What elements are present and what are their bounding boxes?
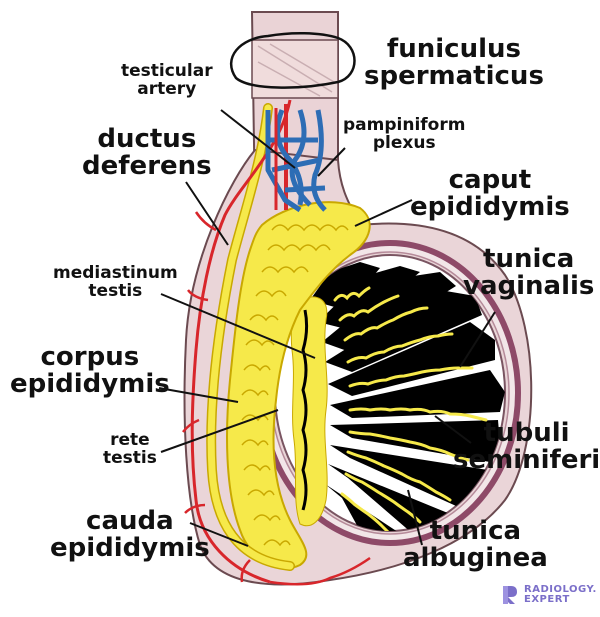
epididymis (226, 201, 371, 570)
brand-mark-icon (503, 586, 517, 604)
label-cauda-epididymis: cauda epididymis (50, 506, 210, 564)
rete-testis (290, 296, 328, 527)
label-rete-testis: rete testis (103, 430, 157, 468)
label-testicular-artery: testicular artery (121, 61, 213, 99)
label-tunica-vaginalis: tunica vaginalis (463, 244, 595, 302)
radiology-expert-logo: RADIOLOGY. EXPERT (500, 584, 597, 606)
label-tunica-albuginea: tunica albuginea (403, 516, 548, 574)
label-ductus-deferens: ductus deferens (82, 124, 212, 182)
tubule-squiggles (333, 286, 488, 531)
leader-lines (158, 109, 496, 547)
epididymis-coils (241, 224, 349, 547)
testicular-artery (190, 99, 292, 584)
label-funiculus-spermaticus: funiculus spermaticus (364, 34, 544, 92)
label-tubuli-seminiferi: tubuli seminiferi (453, 418, 600, 476)
funiculus-bracket (229, 31, 356, 89)
label-caput-epididymis: caput epididymis (410, 165, 570, 223)
label-pampiniform-plexus: pampiniform plexus (343, 115, 466, 153)
brand-text: RADIOLOGY. EXPERT (524, 584, 597, 605)
label-corpus-epididymis: corpus epididymis (10, 342, 170, 400)
label-mediastinum-testis: mediastinum testis (53, 263, 178, 301)
